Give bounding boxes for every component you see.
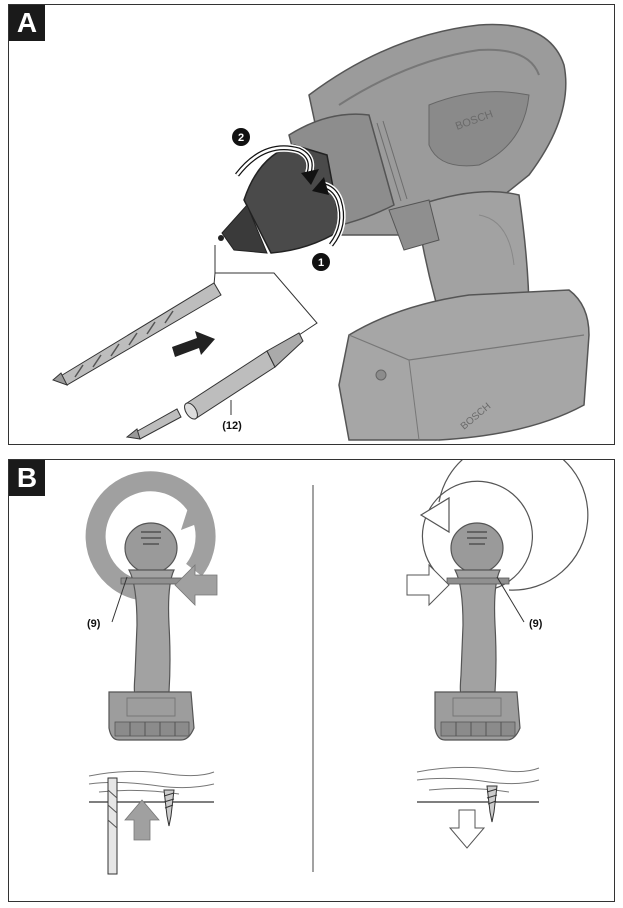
rotation-arrow-icon [312,177,346,248]
right-rotation-arrow-icon [419,460,589,591]
screw-icon [163,789,175,827]
push-arrow-icon [172,331,215,357]
insert-guide-lines [213,245,318,336]
panel-b-illustration: (9) [85,460,589,875]
panel-b: B (9) [8,459,615,902]
down-arrow-icon [448,809,486,849]
right-wood-board [416,766,540,803]
panel-b-tag: B [9,460,45,496]
panel-a-illustration: BOSCH BOSCH [52,23,590,441]
panel-a: A BOSCH BOSCH [8,4,615,445]
callout-9-left: (9) [87,618,101,630]
rotation-arrow-icon [233,143,319,185]
step-1-label: 1 [318,257,324,269]
left-rotation-arrow-icon [85,471,216,600]
callout-9-right: (9) [529,618,543,630]
left-drill-rear-view [108,522,195,741]
keyless-chuck [218,144,342,254]
up-arrow-icon [124,799,160,841]
step-badge-icon: 2 [232,128,250,146]
screwdriver-bit [125,408,182,440]
step-badge-icon: 1 [312,253,330,271]
panel-a-tag: A [9,5,45,41]
right-drill-rear-view [434,522,521,741]
battery-pack: BOSCH [338,289,590,441]
drill-bit [52,282,222,386]
step-2-label: 2 [238,132,244,144]
screw-icon [486,785,498,823]
callout-12-label: (12) [222,420,242,432]
drill-bit [107,777,118,875]
push-arrow-icon [406,563,450,607]
bit-holder [184,332,304,420]
push-arrow-icon [174,564,218,606]
